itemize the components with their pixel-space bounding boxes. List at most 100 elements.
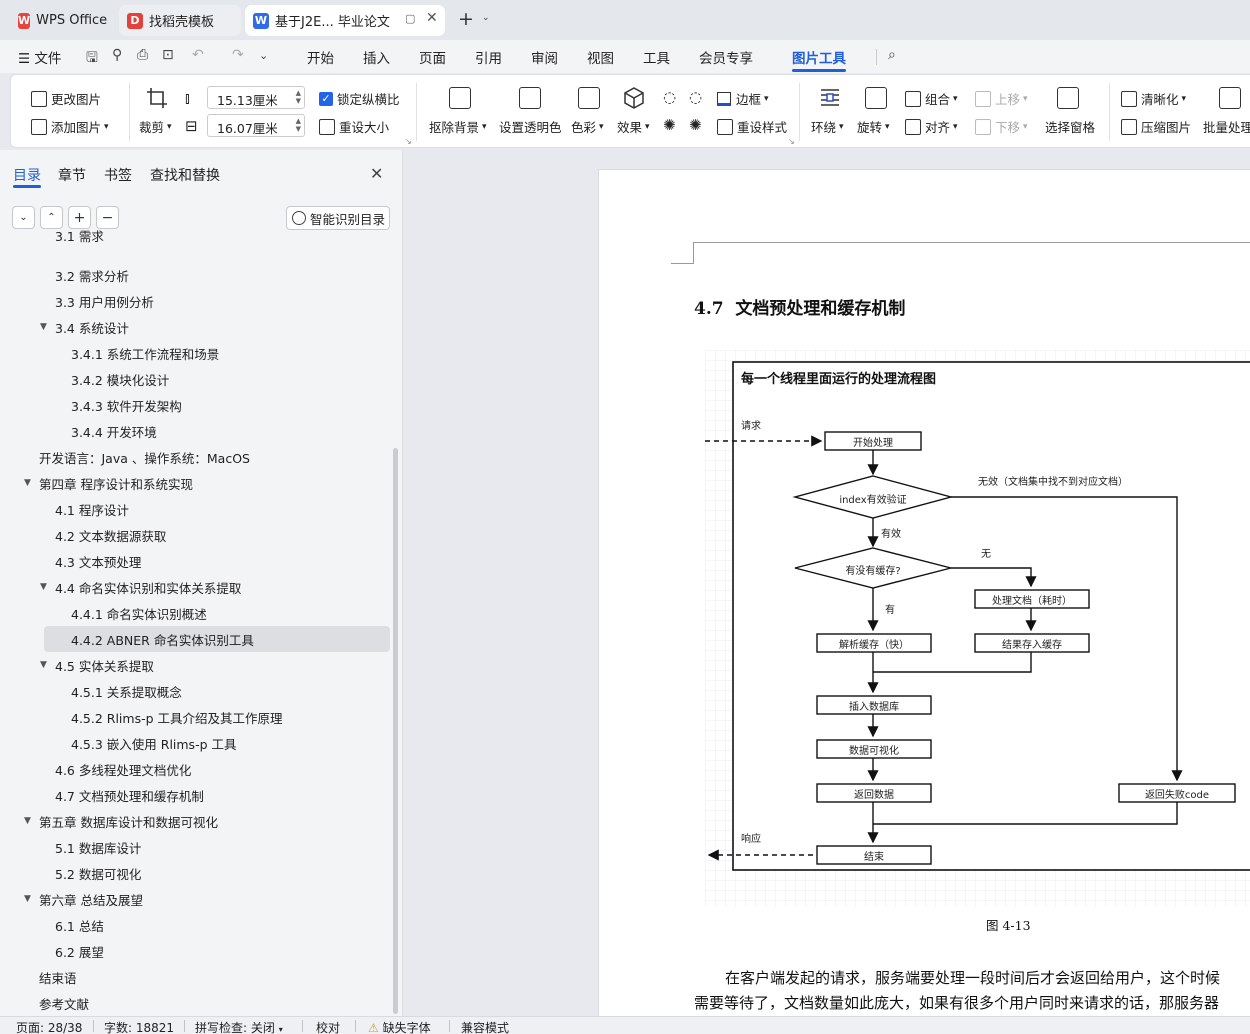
menu-view[interactable]: 视图 [587, 51, 614, 67]
print-icon[interactable]: ⎙ [137, 47, 149, 63]
crop-button[interactable]: 裁剪▾ [139, 120, 172, 135]
sharpen-button[interactable]: 清晰化▾ [1121, 89, 1186, 108]
file-menu[interactable]: ☰ 文件 [18, 51, 62, 67]
reset-size-button[interactable]: 重设大小 [319, 117, 389, 136]
share-icon[interactable]: ⚲ [112, 47, 123, 63]
toc-item[interactable]: 4.1 程序设计 [0, 496, 395, 522]
toc-item[interactable]: ▼第四章 程序设计和系统实现 [0, 470, 395, 496]
undo-icon[interactable]: ↶ [192, 47, 204, 63]
smart-toc-button[interactable]: 智能识别目录 [286, 206, 390, 230]
more-chevron-icon[interactable]: ⌄ [259, 49, 269, 62]
expand-arrow-icon[interactable]: ▼ [40, 660, 47, 670]
add-image-button[interactable]: 添加图片▾ [31, 117, 109, 136]
remove-heading-button[interactable]: − [96, 206, 119, 229]
toc-item[interactable]: 3.4.2 模块化设计 [0, 366, 395, 392]
color-button[interactable]: 色彩▾ [571, 120, 604, 135]
align-button[interactable]: 对齐▾ [905, 117, 958, 136]
toc-item[interactable]: 4.5.1 关系提取概念 [0, 678, 395, 704]
collapse-all-button[interactable]: ⌄ [12, 206, 35, 229]
expand-arrow-icon[interactable]: ▼ [40, 582, 47, 592]
menu-member[interactable]: 会员专享 [699, 51, 753, 67]
save-icon[interactable]: 🖫 [86, 50, 98, 66]
width-input[interactable]: 15.13厘米▲▼ [207, 86, 305, 109]
toc-item[interactable]: 3.2 需求分析 [0, 262, 395, 288]
compress-image-button[interactable]: 压缩图片 [1121, 117, 1191, 136]
height-input[interactable]: 16.07厘米▲▼ [207, 114, 305, 137]
spell-check-toggle[interactable]: 拼写检查: 关闭 ▾ [195, 1021, 283, 1034]
rotate-button[interactable]: 旋转▾ [857, 120, 890, 135]
contrast-icon[interactable]: ◌ [689, 88, 703, 106]
chevron-down-icon[interactable]: ⌄ [482, 13, 490, 23]
lock-ratio-checkbox[interactable]: ✓锁定纵横比 [319, 89, 400, 108]
toc-item[interactable]: 4.3 文本预处理 [0, 548, 395, 574]
toc-item[interactable]: ▼3.4 系统设计 [0, 314, 395, 340]
add-heading-button[interactable]: + [68, 206, 91, 229]
sidebar-tab-toc[interactable]: 目录 [13, 168, 41, 184]
close-icon[interactable]: ✕ [426, 10, 438, 26]
menu-picture-tools[interactable]: 图片工具 [792, 51, 846, 67]
menu-page[interactable]: 页面 [419, 51, 446, 67]
toc-item[interactable]: 3.3 用户用例分析 [0, 288, 395, 314]
set-transparent-button[interactable]: 设置透明色 [499, 120, 562, 135]
proofread-button[interactable]: 校对 [316, 1021, 341, 1034]
change-image-button[interactable]: 更改图片 [31, 89, 101, 108]
page-indicator[interactable]: 页面: 28/38 [16, 1021, 83, 1034]
reset-style-button[interactable]: 重设样式 [717, 117, 787, 136]
toc-item[interactable]: 参考文献 [0, 990, 395, 1016]
missing-font-button[interactable]: ⚠ 缺失字体 [368, 1021, 431, 1034]
restore-icon[interactable]: ▢ [405, 12, 416, 25]
toc-item[interactable]: 5.1 数据库设计 [0, 834, 395, 860]
dialog-launcher-icon[interactable]: ↘ [405, 137, 412, 146]
toc-item[interactable]: ▼第六章 总结及展望 [0, 886, 395, 912]
toc-item[interactable]: 3.4.3 软件开发架构 [0, 392, 395, 418]
border-button[interactable]: 边框▾ [717, 89, 769, 108]
new-tab-icon[interactable]: + [458, 8, 474, 30]
menu-tools[interactable]: 工具 [643, 51, 670, 67]
effect-button[interactable]: 效果▾ [617, 120, 650, 135]
toc-item[interactable]: 5.2 数据可视化 [0, 860, 395, 886]
toc-item[interactable]: 结束语 [0, 964, 395, 990]
brightness-up-icon[interactable]: ✺ [663, 116, 676, 134]
word-count[interactable]: 字数: 18821 [104, 1021, 175, 1034]
spinner-icon[interactable]: ▲▼ [295, 89, 301, 105]
toc-item[interactable]: 6.2 展望 [0, 938, 395, 964]
tab-document[interactable]: W 基于J2E... 毕业论文 ▢ ✕ [245, 5, 445, 36]
toc-item[interactable]: 3.4.1 系统工作流程和场景 [0, 340, 395, 366]
tab-wps-office[interactable]: W WPS Office [10, 5, 115, 36]
spinner-icon[interactable]: ▲▼ [295, 117, 301, 133]
expand-arrow-icon[interactable]: ▼ [40, 322, 47, 332]
menu-review[interactable]: 审阅 [531, 51, 558, 67]
expand-arrow-icon[interactable]: ▼ [24, 478, 31, 488]
dialog-launcher-icon[interactable]: ↘ [788, 137, 795, 146]
menu-home[interactable]: 开始 [307, 51, 334, 67]
move-up-button[interactable]: 上移▾ [975, 89, 1028, 108]
expand-arrow-icon[interactable]: ▼ [24, 894, 31, 904]
expand-up-button[interactable]: ⌃ [40, 206, 63, 229]
scrollbar-thumb[interactable] [393, 448, 398, 1014]
toc-item[interactable]: 开发语言：Java 、操作系统：MacOS [0, 444, 395, 470]
flowchart-image[interactable]: 每一个线程里面运行的处理流程图 请求 开始处理 index有效验证 无效（文档集… [705, 350, 1250, 906]
brightness-icon[interactable]: ◌ [663, 88, 677, 106]
expand-arrow-icon[interactable]: ▼ [24, 816, 31, 826]
toc-item[interactable]: 4.5.2 Rlims-p 工具介绍及其工作原理 [0, 704, 395, 730]
wrap-button[interactable]: 环绕▾ [811, 120, 844, 135]
sidebar-tab-sections[interactable]: 章节 [58, 168, 86, 184]
toc-item[interactable]: ▼4.4 命名实体识别和实体关系提取 [0, 574, 395, 600]
toc-item[interactable]: 3.4.4 开发环境 [0, 418, 395, 444]
move-down-button[interactable]: 下移▾ [975, 117, 1028, 136]
menu-reference[interactable]: 引用 [475, 51, 502, 67]
menu-insert[interactable]: 插入 [363, 51, 390, 67]
toc-item[interactable]: 3.1 需求 [0, 222, 395, 248]
toc-item[interactable]: 4.2 文本数据源获取 [0, 522, 395, 548]
close-pane-icon[interactable]: ✕ [370, 164, 384, 183]
toc-item[interactable]: ▼4.5 实体关系提取 [0, 652, 395, 678]
selection-pane-button[interactable]: 选择窗格 [1045, 120, 1096, 135]
toc-item[interactable]: 4.6 多线程处理文档优化 [0, 756, 395, 782]
toc-item[interactable]: 4.7 文档预处理和缓存机制 [0, 782, 395, 808]
tab-template[interactable]: D 找稻壳模板 [119, 5, 241, 36]
print-preview-icon[interactable]: ⊡ [162, 47, 174, 63]
search-icon[interactable]: ⌕ [888, 47, 896, 63]
toc-item[interactable]: 4.5.3 嵌入使用 Rlims-p 工具 [0, 730, 395, 756]
sidebar-tab-find-replace[interactable]: 查找和替换 [150, 168, 220, 184]
redo-icon[interactable]: ↷ [232, 47, 244, 63]
